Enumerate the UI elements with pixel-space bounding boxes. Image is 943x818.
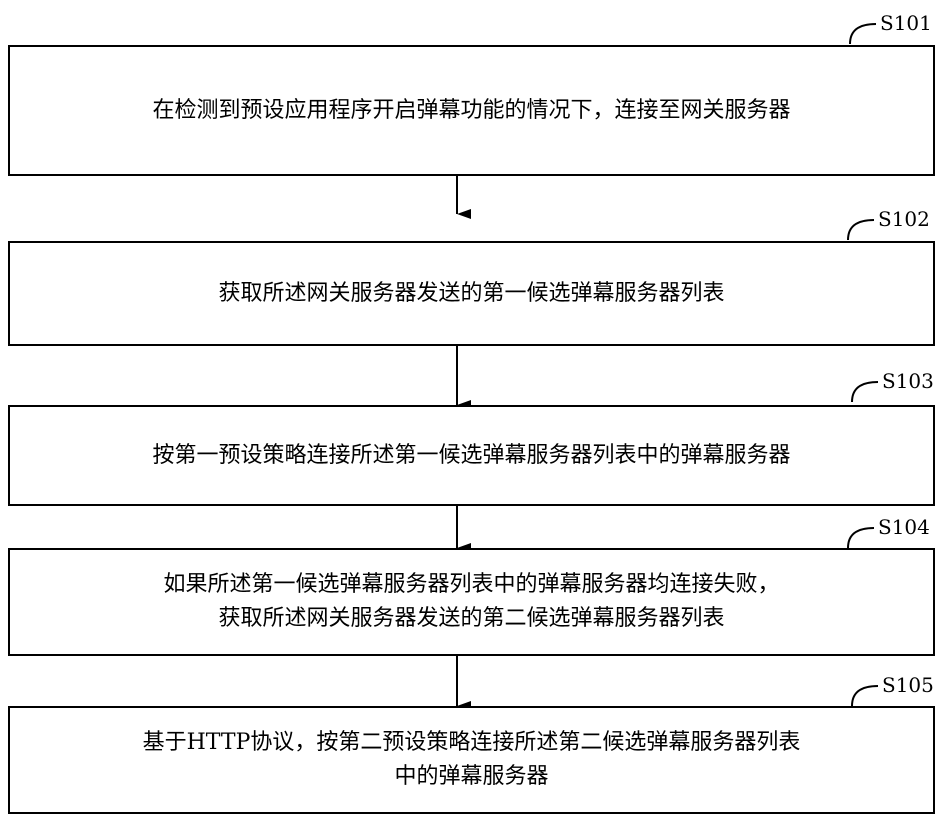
- step-box-s104: 如果所述第一候选弹幕服务器列表中的弹幕服务器均连接失败， 获取所述网关服务器发送…: [8, 548, 935, 656]
- label-hook-s101: [850, 24, 876, 44]
- step-text-s105-line2: 中的弹幕服务器: [394, 760, 548, 794]
- label-hook-s102: [848, 220, 874, 240]
- label-hook-s104: [848, 528, 874, 548]
- step-box-s101: 在检测到预设应用程序开启弹幕功能的情况下，连接至网关服务器: [8, 45, 935, 176]
- step-text-s101: 在检测到预设应用程序开启弹幕功能的情况下，连接至网关服务器: [152, 94, 790, 128]
- step-label-s103: S103: [882, 370, 934, 392]
- step-box-s105: 基于HTTP协议，按第二预设策略连接所述第二候选弹幕服务器列表 中的弹幕服务器: [8, 706, 935, 814]
- step-text-s104-line2: 获取所述网关服务器发送的第二候选弹幕服务器列表: [218, 602, 724, 636]
- step-label-s105: S105: [882, 674, 934, 696]
- step-text-s103: 按第一预设策略连接所述第一候选弹幕服务器列表中的弹幕服务器: [152, 439, 790, 473]
- step-text-s104-line1: 如果所述第一候选弹幕服务器列表中的弹幕服务器均连接失败，: [163, 568, 779, 602]
- label-hook-s103: [852, 382, 878, 402]
- step-text-s105-line1: 基于HTTP协议，按第二预设策略连接所述第二候选弹幕服务器列表: [143, 726, 801, 760]
- step-text-s102: 获取所述网关服务器发送的第一候选弹幕服务器列表: [218, 277, 724, 311]
- step-label-s104: S104: [878, 516, 930, 538]
- step-box-s102: 获取所述网关服务器发送的第一候选弹幕服务器列表: [8, 241, 935, 346]
- step-label-s101: S101: [880, 12, 932, 34]
- label-hook-s105: [852, 686, 878, 706]
- step-box-s103: 按第一预设策略连接所述第一候选弹幕服务器列表中的弹幕服务器: [8, 405, 935, 506]
- step-label-s102: S102: [878, 208, 930, 230]
